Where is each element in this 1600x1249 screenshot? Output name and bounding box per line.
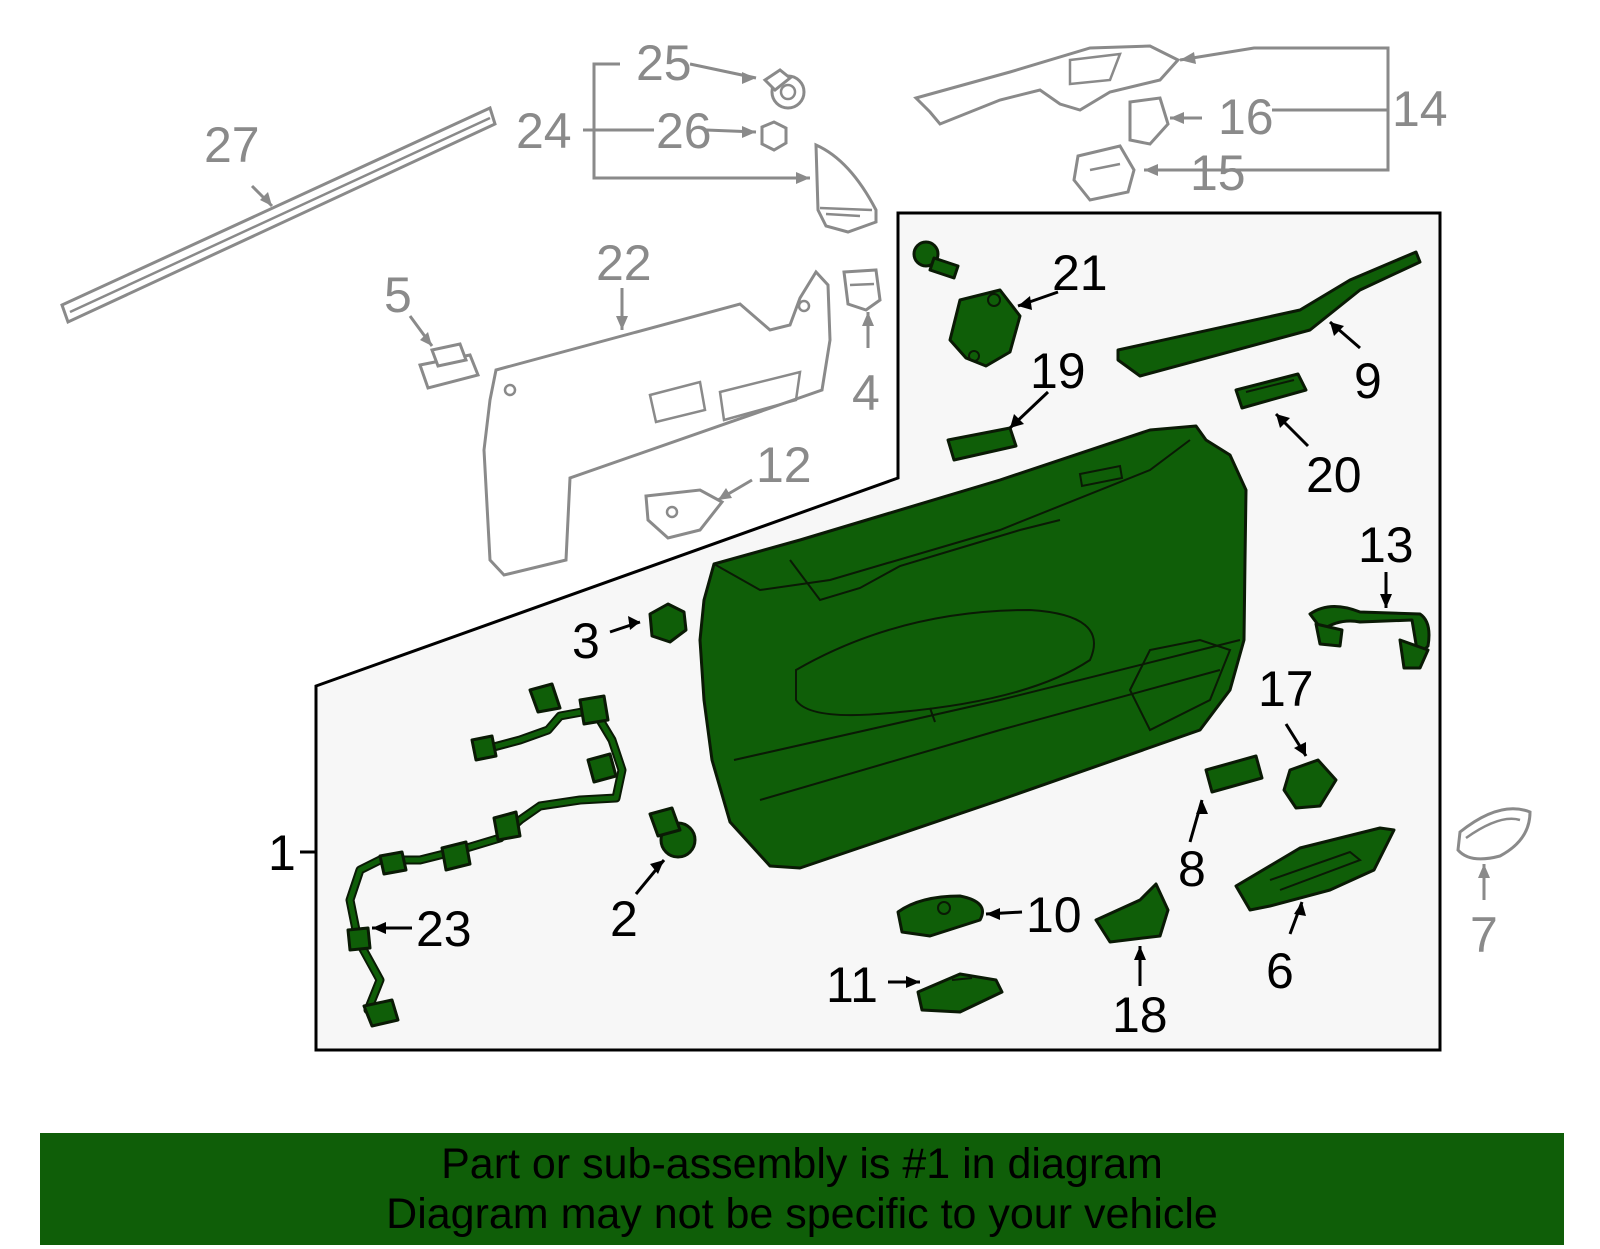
callout-22: 22 <box>596 235 652 291</box>
water-deflector-22 <box>482 269 832 577</box>
bracket-21 <box>948 288 1022 368</box>
callout-15: 15 <box>1190 145 1246 201</box>
door-trim-panel <box>698 424 1248 870</box>
wiring-harness-23 <box>345 682 627 1028</box>
switch-19 <box>946 426 1018 462</box>
callout-26: 26 <box>656 103 712 159</box>
callout-24: 24 <box>516 103 572 159</box>
nut-3 <box>648 602 688 644</box>
inside-handle-6 <box>1234 826 1396 912</box>
bracket-12 <box>644 488 725 540</box>
callout-16: 16 <box>1218 89 1274 145</box>
callout-25: 25 <box>636 35 692 91</box>
corner-trim-piece <box>814 142 878 234</box>
bracket-4 <box>842 268 882 312</box>
callout-3: 3 <box>572 613 600 669</box>
callout-2: 2 <box>610 891 638 947</box>
cable-13 <box>1308 605 1431 670</box>
cover-17 <box>1282 758 1338 810</box>
switch-bezel-14 <box>913 44 1181 126</box>
push-pin-2 <box>648 806 697 859</box>
callout-10: 10 <box>1026 887 1082 943</box>
callout-5: 5 <box>384 267 412 323</box>
switch-15 <box>1072 144 1136 202</box>
screw-21 <box>912 240 960 280</box>
arrow-heads <box>372 296 1392 988</box>
callout-6: 6 <box>1266 943 1294 999</box>
callout-17: 17 <box>1258 661 1314 717</box>
callout-1: 1 <box>268 825 296 881</box>
block-11 <box>916 972 1004 1014</box>
callout-18: 18 <box>1112 987 1168 1043</box>
callout-8: 8 <box>1178 841 1206 897</box>
callout-19: 19 <box>1030 343 1086 399</box>
mirror-cover-7 <box>1456 807 1532 861</box>
callout-13: 13 <box>1358 517 1414 573</box>
callout-23: 23 <box>416 901 472 957</box>
bezel-20 <box>1234 372 1308 410</box>
callout-7: 7 <box>1470 907 1498 963</box>
armrest-pad-9 <box>1116 250 1422 378</box>
callout-9: 9 <box>1354 353 1382 409</box>
bezel-8 <box>1204 754 1264 794</box>
clip-25 <box>762 68 806 110</box>
bezel-10 <box>896 894 984 938</box>
callout-12: 12 <box>756 437 812 493</box>
callout-4: 4 <box>852 365 880 421</box>
arrow-heads-grey <box>260 52 1490 878</box>
info-banner: Part or sub-assembly is #1 in diagram Di… <box>40 1133 1564 1245</box>
bumper-block-5 <box>418 342 481 390</box>
banner-line-1: Part or sub-assembly is #1 in diagram <box>441 1140 1163 1188</box>
callout-20: 20 <box>1306 447 1362 503</box>
switch-16 <box>1128 96 1170 146</box>
banner-line-2: Diagram may not be specific to your vehi… <box>386 1190 1218 1238</box>
bracket-18 <box>1094 882 1170 944</box>
callout-27: 27 <box>204 117 260 173</box>
belt-molding-strip <box>60 105 497 325</box>
callout-11: 11 <box>826 957 878 1013</box>
callout-14: 14 <box>1392 81 1448 137</box>
nut-26 <box>760 120 788 152</box>
callout-labels: 1 2 3 4 5 6 7 8 9 10 11 12 13 14 15 16 1… <box>204 35 1498 1043</box>
callout-21: 21 <box>1052 245 1108 301</box>
